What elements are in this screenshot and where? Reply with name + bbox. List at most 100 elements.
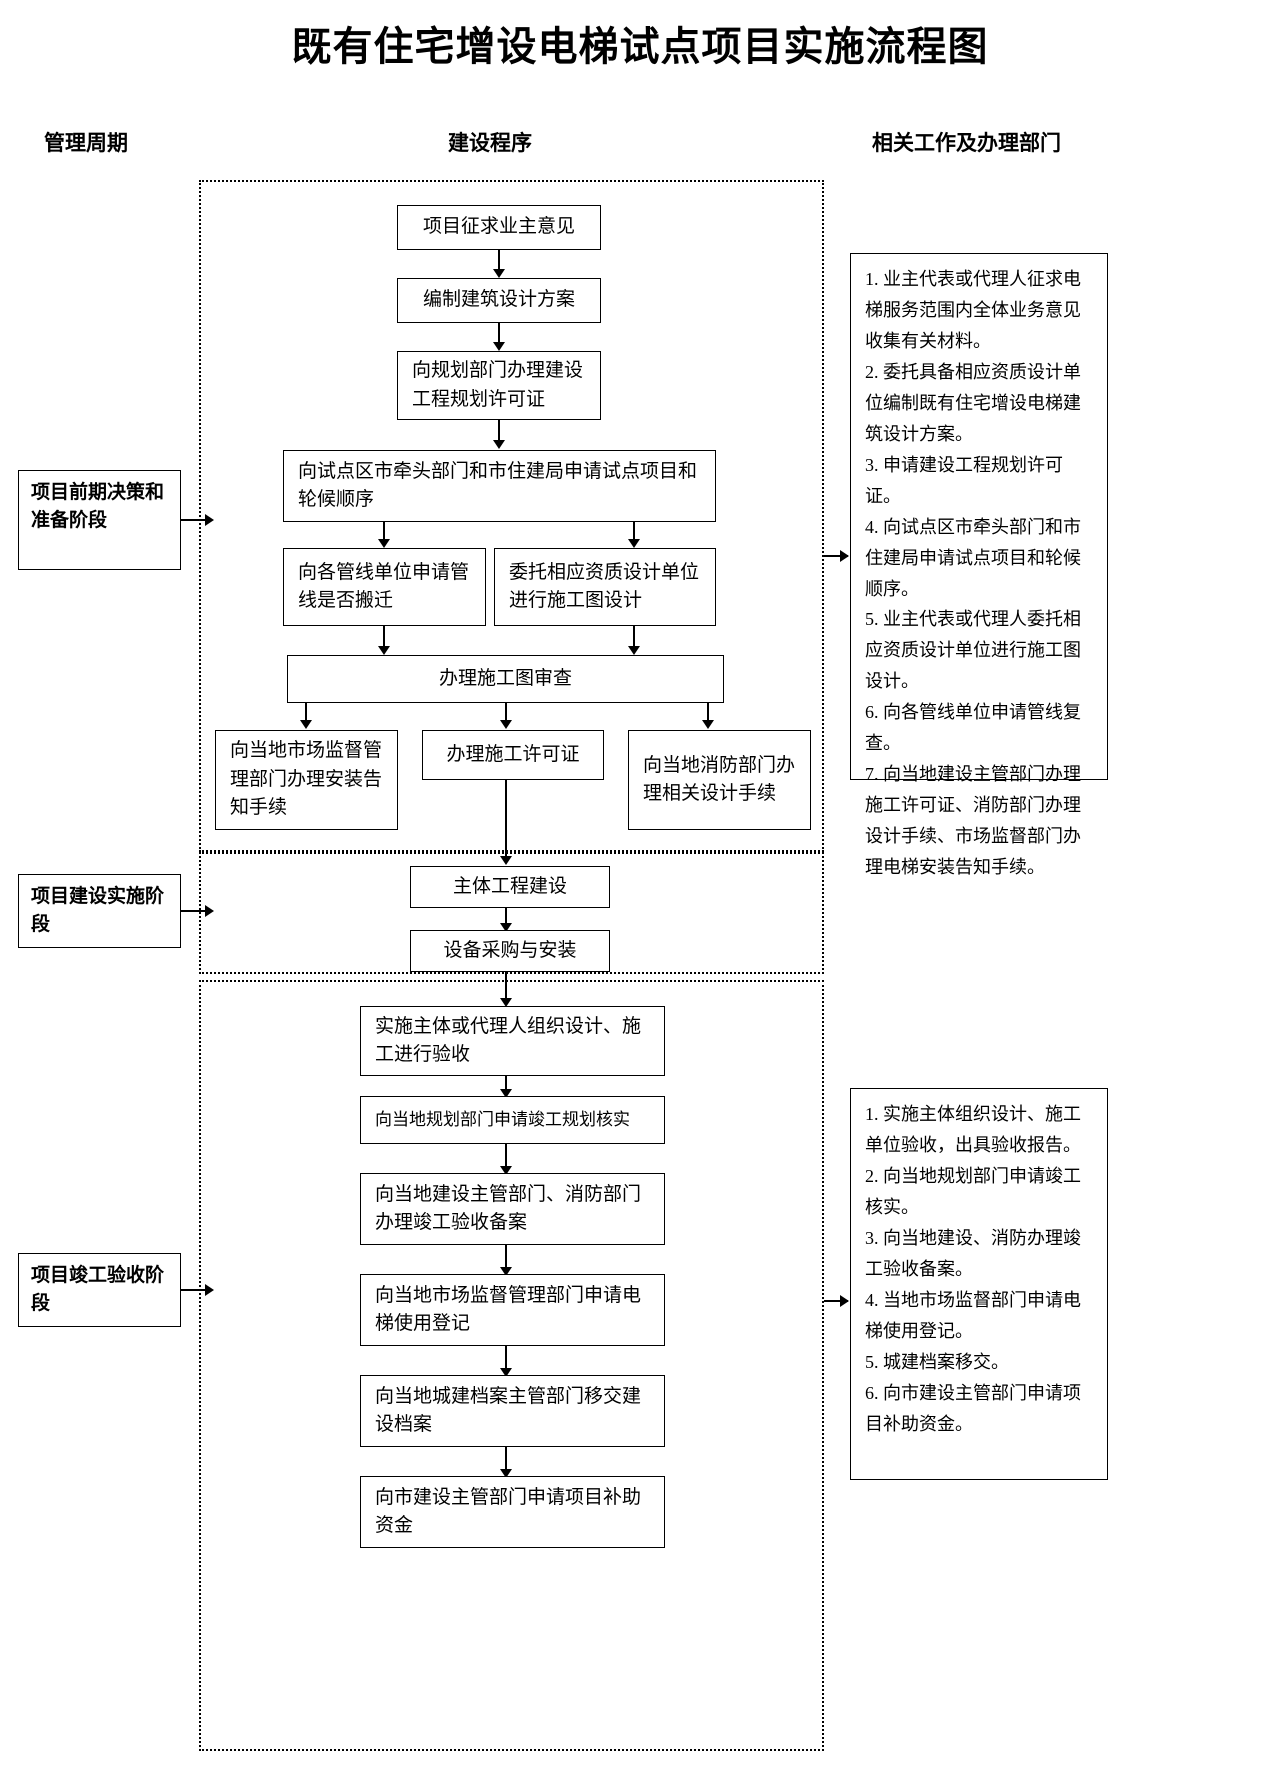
page-title: 既有住宅增设电梯试点项目实施流程图	[291, 24, 989, 69]
flow-node-14[interactable]: 向当地规划部门申请竣工规划核实	[360, 1096, 665, 1144]
stage-label-preparation: 项目前期决策和准备阶段	[18, 470, 181, 570]
connector-n15-n16	[505, 1245, 507, 1271]
connector-n17-n18	[505, 1447, 507, 1473]
note-item: 4. 当地市场监督部门申请电梯使用登记。	[865, 1289, 1081, 1341]
arrowhead-n7-n9	[500, 720, 512, 729]
flow-node-2-label: 编制建筑设计方案	[422, 289, 575, 311]
note-item: 5. 城建档案移交。	[865, 1351, 1009, 1372]
arrowhead-panel2	[840, 1295, 849, 1307]
flow-node-9[interactable]: 办理施工许可证	[422, 730, 604, 780]
flow-node-6-label: 委托相应资质设计单位进行施工图设计	[509, 561, 700, 612]
connector-zoneC-to-panel2	[824, 1300, 848, 1302]
connector-n14-n15	[505, 1144, 507, 1170]
column-header-construction-procedure: 建设程序	[448, 131, 532, 155]
flow-node-17-label: 向当地城建档案主管部门移交建设档案	[375, 1385, 642, 1436]
flow-node-18[interactable]: 向市建设主管部门申请项目补助资金	[360, 1476, 665, 1548]
flow-node-5-label: 向各管线单位申请管线是否搬迁	[298, 561, 470, 612]
column-header-related-departments: 相关工作及办理部门	[872, 131, 1061, 155]
connector-n2-n3	[498, 323, 500, 346]
flow-node-3-label: 向规划部门办理建设工程规划许可证	[412, 360, 584, 410]
arrowhead-stage3	[205, 1284, 214, 1296]
flow-node-2[interactable]: 编制建筑设计方案	[397, 278, 601, 323]
connector-n6-n7	[633, 626, 635, 650]
arrowhead-n9-n11	[500, 856, 512, 865]
arrowhead-n17-n18	[500, 1469, 512, 1478]
arrowhead-n14-n15	[500, 1166, 512, 1175]
note-item: 7. 向当地建设主管部门办理施工许可证、消防部门办理设计手续、市场监督部门办理电…	[865, 764, 1081, 878]
connector-zoneA-to-panel1	[824, 555, 848, 557]
connector-n7-n10	[707, 703, 709, 724]
arrowhead-n2-n3	[493, 342, 505, 351]
phase-zone-preparation	[199, 180, 824, 852]
connector-n9-n11	[505, 780, 507, 860]
flow-node-10[interactable]: 向当地消防部门办理相关设计手续	[628, 730, 811, 830]
flow-node-13-label: 实施主体或代理人组织设计、施工进行验收	[375, 1015, 642, 1066]
arrowhead-stage2	[205, 905, 214, 917]
flow-node-7[interactable]: 办理施工图审查	[287, 655, 724, 703]
flow-node-8-label: 向当地市场监督管理部门办理安装告知手续	[230, 740, 383, 819]
arrowhead-n7-n8	[300, 720, 312, 729]
arrowhead-n4-n6	[628, 539, 640, 548]
arrowhead-n12-n13	[500, 998, 512, 1007]
arrowhead-n15-n16	[500, 1267, 512, 1276]
flow-node-7-label: 办理施工图审查	[438, 667, 572, 689]
connector-n3-n4	[498, 420, 500, 444]
arrowhead-n13-n14	[500, 1089, 512, 1098]
flow-node-4[interactable]: 向试点区市牵头部门和市住建局申请试点项目和轮候顺序	[283, 450, 716, 522]
note-item: 6. 向市建设主管部门申请项目补助资金。	[865, 1382, 1081, 1434]
connector-n4-n5	[383, 522, 385, 543]
flow-node-1[interactable]: 项目征求业主意见	[397, 205, 601, 250]
flow-node-1-label: 项目征求业主意见	[422, 216, 575, 238]
flow-node-18-label: 向市建设主管部门申请项目补助资金	[375, 1486, 642, 1537]
flow-node-9-label: 办理施工许可证	[446, 743, 580, 765]
connector-n4-n6	[633, 522, 635, 543]
note-item: 3. 申请建设工程规划许可证。	[865, 454, 1063, 506]
connector-n13-n14	[505, 1076, 507, 1093]
flow-node-8[interactable]: 向当地市场监督管理部门办理安装告知手续	[215, 730, 398, 830]
flow-node-5[interactable]: 向各管线单位申请管线是否搬迁	[283, 548, 486, 626]
arrowhead-n6-n7	[628, 646, 640, 655]
flow-node-15[interactable]: 向当地建设主管部门、消防部门办理竣工验收备案	[360, 1173, 665, 1245]
note-item: 2. 向当地规划部门申请竣工核实。	[865, 1165, 1081, 1217]
flow-node-3[interactable]: 向规划部门办理建设工程规划许可证	[397, 351, 601, 420]
flow-node-15-label: 向当地建设主管部门、消防部门办理竣工验收备案	[375, 1183, 642, 1234]
flow-node-6[interactable]: 委托相应资质设计单位进行施工图设计	[494, 548, 716, 626]
column-header-management-cycle: 管理周期	[44, 131, 128, 155]
note-item: 1. 业主代表或代理人征求电梯服务范围内全体业务意见收集有关材料。	[865, 269, 1081, 351]
arrowhead-panel1	[840, 550, 849, 562]
flow-node-11[interactable]: 主体工程建设	[410, 866, 610, 908]
notes-panel-acceptance: 1. 实施主体组织设计、施工单位验收，出具验收报告。 2. 向当地规划部门申请竣…	[850, 1088, 1108, 1480]
flow-node-10-label: 向当地消防部门办理相关设计手续	[643, 754, 796, 805]
note-item: 2. 委托具备相应资质设计单位编制既有住宅增设电梯建筑设计方案。	[865, 361, 1081, 444]
arrowhead-n3-n4	[493, 440, 505, 449]
phase-zone-acceptance	[199, 980, 824, 1751]
connector-n11-n12	[505, 908, 507, 927]
note-item: 5. 业主代表或代理人委托相应资质设计单位进行施工图设计。	[865, 609, 1081, 692]
flow-node-12[interactable]: 设备采购与安装	[410, 930, 610, 972]
connector-n5-n7	[383, 626, 385, 650]
flow-node-13[interactable]: 实施主体或代理人组织设计、施工进行验收	[360, 1006, 665, 1076]
notes-panel-preparation: 1. 业主代表或代理人征求电梯服务范围内全体业务意见收集有关材料。 2. 委托具…	[850, 253, 1108, 877]
connector-n1-n2	[498, 250, 500, 273]
arrowhead-n16-n17	[500, 1368, 512, 1377]
arrowhead-stage1	[205, 514, 214, 526]
note-item: 1. 实施主体组织设计、施工单位验收，出具验收报告。	[865, 1104, 1081, 1155]
connector-n12-n13	[505, 972, 507, 1002]
connector-stage1-to-zone	[181, 519, 207, 521]
flow-node-16-label: 向当地市场监督管理部门申请电梯使用登记	[375, 1284, 642, 1335]
flow-node-11-label: 主体工程建设	[452, 875, 567, 897]
arrowhead-n1-n2	[493, 269, 505, 278]
connector-n7-n9	[505, 703, 507, 724]
connector-stage2-to-zone	[181, 910, 207, 912]
flow-node-4-label: 向试点区市牵头部门和市住建局申请试点项目和轮候顺序	[298, 460, 698, 511]
note-item: 6. 向各管线单位申请管线复查。	[865, 702, 1081, 754]
stage-label-acceptance: 项目竣工验收阶段	[18, 1253, 181, 1327]
note-item: 4. 向试点区市牵头部门和市住建局申请试点项目和轮候顺序。	[865, 516, 1081, 599]
note-item: 3. 向当地建设、消防办理竣工验收备案。	[865, 1227, 1081, 1279]
phase-zone-construction	[199, 852, 824, 974]
connector-stage3-to-zone	[181, 1289, 207, 1291]
flow-node-17[interactable]: 向当地城建档案主管部门移交建设档案	[360, 1375, 665, 1447]
flow-node-16[interactable]: 向当地市场监督管理部门申请电梯使用登记	[360, 1274, 665, 1346]
stage-label-construction: 项目建设实施阶段	[18, 874, 181, 948]
